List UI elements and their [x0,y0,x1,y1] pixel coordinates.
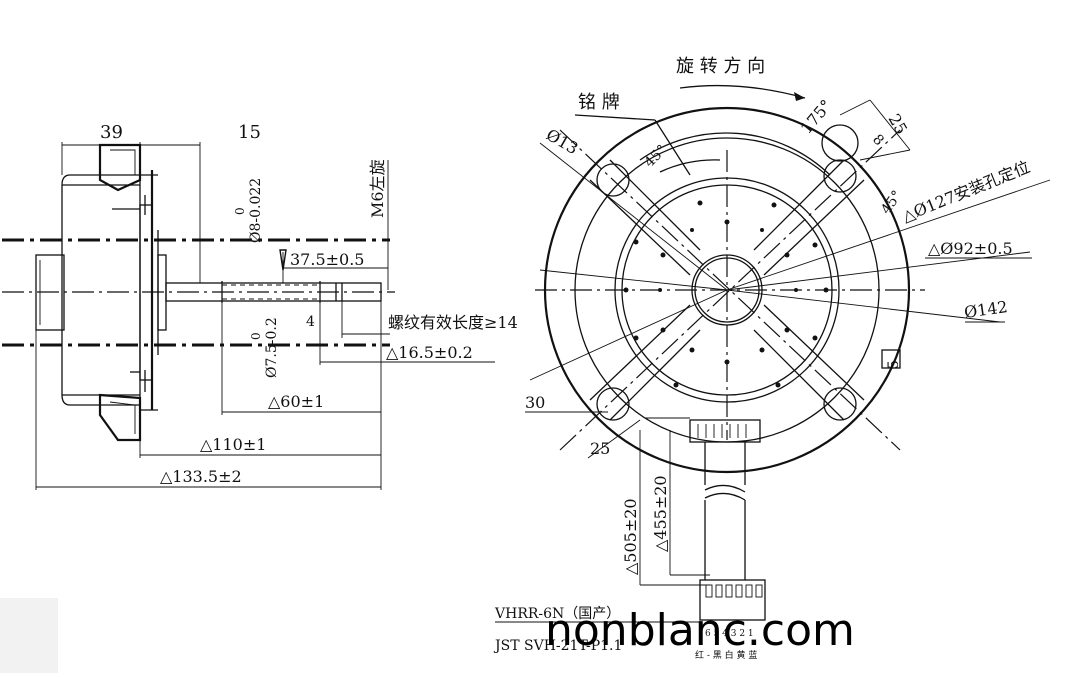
dim-60: △60±1 [268,392,324,411]
nameplate-label: 铭 牌 [578,92,620,113]
shaft-tol-8: Ø8-0.022 [248,178,264,243]
lead-length-505: △505±20 [621,498,640,575]
rivet-dots [623,200,829,388]
rotation-arrow-icon [794,92,805,101]
dim-110: △110±1 [200,435,266,454]
dim-16-5: △16.5±0.2 [386,343,473,362]
m6-label: M6左旋 [368,159,387,218]
wire-colors: 红 - 黑 白 黄 蓝 [695,649,757,661]
dim-37-5: 37.5±0.5 [290,250,364,269]
shaft-tol-7-5-zero: 0 [249,332,263,340]
dim-8: 8 [869,132,887,150]
dim-15: 15 [238,122,261,143]
connector-spec-1: VHRR-6N（国产） [494,606,620,622]
pin-numbers: 6 5 4 3 2 1 [705,629,754,639]
shaft-tol-8-zero: 0 [233,207,247,215]
dia-127: △Ø127安装孔定位 [899,157,1032,226]
dim-25-top: 25 [885,111,912,138]
lead-wire: △505±20 △455±20 VHRR-6N（国产） JST SVH-21T-… [493,430,766,661]
thread-length: 螺纹有效长度≥14 [388,313,518,332]
dim-25-bottom: 25 [590,439,610,458]
side-view: 39 15 Ø8-0.022 0 M6左旋 37.5±0.5 螺纹有效长度≥14… [2,122,518,490]
shaft-tol-7-5: Ø7.5-0.2 [264,317,280,378]
lead-length-455: △455±20 [651,475,670,552]
dim-133-5: △133.5±2 [160,467,242,486]
dim-5: 5 [886,360,902,369]
angle-175: 175° [797,96,836,138]
dim-4: 4 [306,314,315,330]
angle-45-top: 45° [642,142,671,171]
dia-142: Ø142 [963,297,1009,322]
front-view: 铭 牌 旋 转 方 向 Ø13 45° 175° 25 8 45° [525,56,1051,474]
dim-30: 30 [525,393,545,412]
scan-artifact [0,598,58,673]
dim-39: 39 [100,122,123,143]
dia-13: Ø13 [543,125,581,158]
watermark: nonblanc.com [545,605,855,656]
connector-spec-2: JST SVH-21T-P1.1 [493,638,622,654]
dia-92: △Ø92±0.5 [928,239,1013,258]
rotation-direction-label: 旋 转 方 向 [676,56,765,77]
